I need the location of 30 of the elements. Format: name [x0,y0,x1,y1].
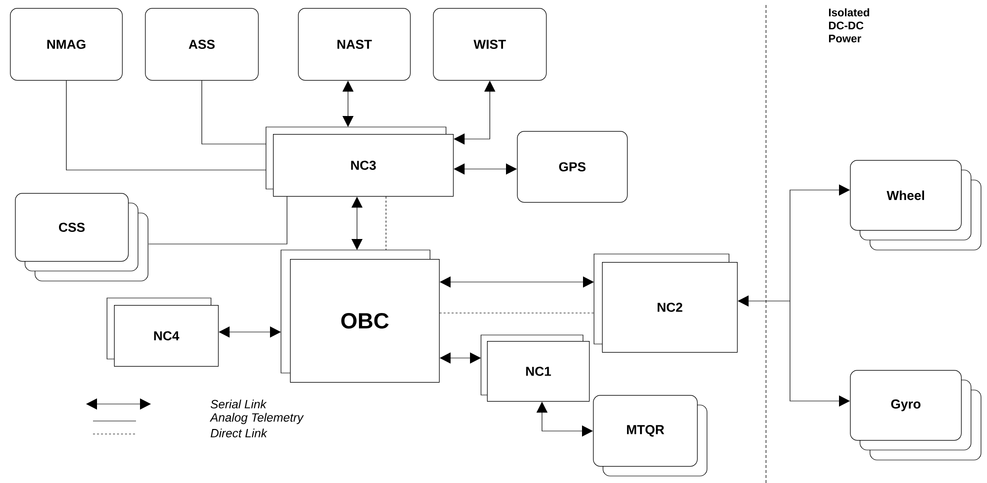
rounded-box: GPS [517,131,628,203]
stacked-module-box: NC2 [594,254,738,353]
legend-label: Direct Link [210,428,268,438]
double-arrow [454,80,496,145]
double-arrow [351,196,363,250]
legend-label: Serial Link [210,400,267,408]
double-arrow [218,326,281,338]
rounded-box: WIST [433,8,547,81]
stacked-module-box: NC3 [266,126,454,197]
stacked-rounded-box: MTQR [593,395,708,476]
stacked-module-box: OBC [280,250,440,383]
stacked-module-box: NC1 [480,334,590,402]
rounded-box: NAST [298,8,411,81]
note-text: Isolated DC-DC Power [829,8,870,42]
double-arrow [342,80,354,127]
stacked-rounded-box: CSS [15,193,148,282]
legend-label: Analog Telemetry [210,412,304,424]
double-arrow [440,276,594,288]
arrow [790,184,850,302]
rounded-box: ASS [145,8,259,81]
double-arrow [454,163,517,175]
connector-line [202,80,266,144]
stacked-rounded-box: Gyro [850,370,982,460]
dotted-line [439,312,594,314]
connector-line [148,196,288,244]
double-arrow [440,352,481,364]
stacked-rounded-box: Wheel [850,160,982,250]
stacked-module-box: NC4 [106,298,219,367]
rounded-box: NMAG [10,8,123,81]
connector-line [66,80,266,170]
